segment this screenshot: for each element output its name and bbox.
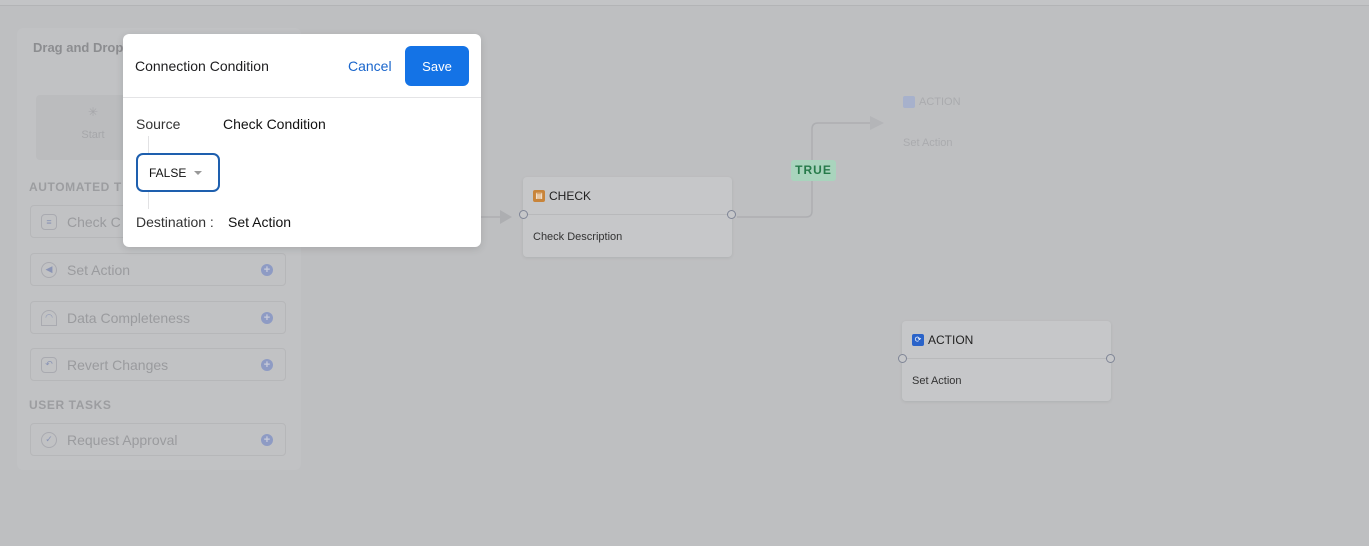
add-icon[interactable]: + [261, 264, 273, 276]
check-list-icon: ≡ [41, 213, 57, 230]
check-node[interactable]: ▤ CHECK Check Description [519, 177, 736, 257]
palette-item-data-completeness[interactable]: ◠ Data Completeness + [30, 301, 286, 334]
check-icon: ▤ [533, 189, 545, 202]
gauge-icon: ◠ [41, 309, 57, 326]
true-edge-label[interactable]: TRUE [791, 160, 836, 181]
ghost-node-description: Set Action [903, 137, 953, 149]
palette-item-label: Revert Changes [67, 356, 169, 373]
action-icon: ⟳ [912, 333, 924, 346]
palette-item-label: Data Completeness [67, 309, 190, 326]
node-type: ACTION [928, 332, 974, 347]
ghost-node-type: ACTION [919, 96, 961, 108]
add-icon[interactable]: + [261, 312, 273, 324]
input-port[interactable] [519, 210, 528, 219]
top-bar [0, 0, 1369, 6]
user-tasks-heading: USER TASKS [29, 398, 112, 412]
megaphone-icon: ◀ [41, 261, 57, 278]
check-circle-icon: ✓ [41, 431, 57, 448]
output-port[interactable] [1106, 354, 1115, 363]
arrow-head [870, 116, 884, 130]
add-icon[interactable]: + [261, 359, 273, 371]
action-node[interactable]: ⟳ ACTION Set Action [898, 321, 1115, 401]
palette-item-revert-changes[interactable]: ↶ Revert Changes + [30, 348, 286, 381]
start-label: Start [81, 129, 105, 141]
automated-tasks-heading: AUTOMATED T [29, 180, 122, 194]
destination-value: Set Action [228, 214, 292, 230]
ghost-action-node: ACTION Set Action [895, 88, 1105, 162]
revert-icon: ↶ [41, 356, 57, 373]
palette-item-label: Request Approval [67, 431, 178, 448]
palette-item-label: Set Action [67, 261, 131, 278]
source-label: Source [136, 116, 181, 132]
source-value: Check Condition [223, 116, 326, 132]
node-description: Check Description [533, 231, 623, 243]
caret-down-icon [194, 170, 203, 175]
dialog-title: Connection Condition [135, 58, 269, 74]
save-button[interactable]: Save [405, 46, 469, 86]
connector-line [148, 192, 149, 209]
cancel-button[interactable]: Cancel [348, 58, 392, 74]
node-description: Set Action [912, 375, 962, 387]
palette-item-label: Check C [67, 213, 121, 230]
sidebar-title: Drag and Drop [33, 40, 124, 55]
condition-value: FALSE [149, 165, 187, 180]
output-port[interactable] [727, 210, 736, 219]
palette-item-request-approval[interactable]: ✓ Request Approval + [30, 423, 286, 456]
arrow-head [500, 210, 512, 224]
add-icon[interactable]: + [261, 434, 273, 446]
destination-label: Destination : [136, 214, 214, 230]
connection-condition-dialog: Connection Condition Cancel Save Source … [123, 34, 481, 247]
input-port[interactable] [898, 354, 907, 363]
condition-select[interactable]: FALSE [136, 153, 220, 192]
action-icon [903, 96, 915, 108]
node-type: CHECK [549, 188, 592, 203]
start-icon: ✳ [88, 105, 99, 119]
connector-line [148, 136, 149, 153]
palette-item-set-action[interactable]: ◀ Set Action + [30, 253, 286, 286]
